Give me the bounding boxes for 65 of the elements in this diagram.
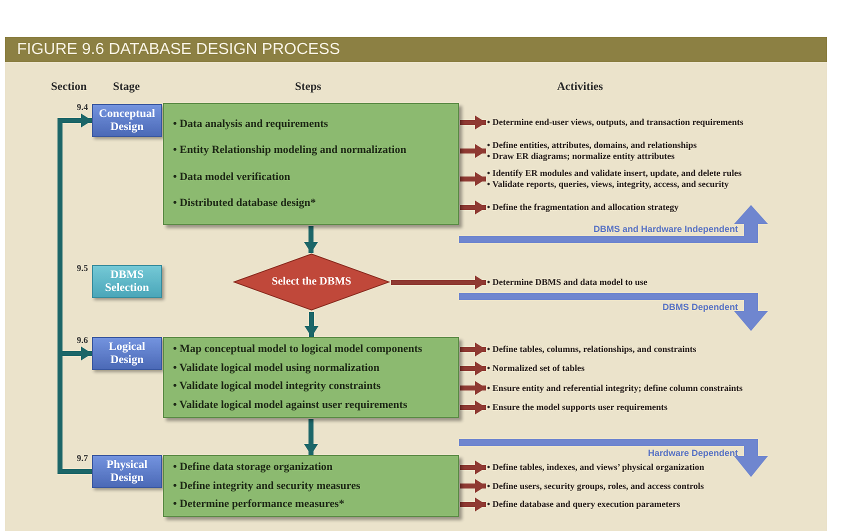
arrow: [460, 498, 486, 512]
arrow: [460, 460, 486, 474]
step-text: • Data model verification: [173, 170, 290, 184]
column-header: Steps: [295, 81, 322, 94]
loop-arrow: [58, 114, 94, 474]
stage-label: Physical Design: [106, 458, 148, 484]
stage-box: [92, 265, 162, 298]
stage-box: [92, 337, 162, 370]
flow-arrow: [304, 226, 318, 253]
scope-label: DBMS Dependent: [662, 302, 738, 313]
section-number: 9.5: [76, 263, 88, 273]
process-box: [163, 103, 459, 225]
column-header: Stage: [113, 81, 140, 94]
step-text: • Map conceptual model to logical model components: [173, 343, 422, 356]
activity-text: • Identify ER modules and validate insert, update, and delete rules: [487, 168, 742, 179]
activity-text: • Define entities, attributes, domains, and relationships: [487, 140, 697, 151]
flow-arrow: [304, 419, 318, 455]
activity-text: • Validate reports, queries, views, integrity, access, and security: [487, 179, 729, 190]
arrow: [460, 479, 486, 493]
stage-box: [92, 455, 162, 488]
process-box: [163, 337, 459, 418]
activity-text: • Define users, security groups, roles, and access controls: [487, 480, 704, 492]
stage-label: Logical Design: [108, 340, 146, 366]
step-text: • Validate logical model against user requirements: [173, 398, 408, 412]
section-number: 9.7: [76, 453, 88, 463]
step-text: • Data analysis and requirements: [173, 118, 328, 131]
activity-text: • Normalized set of tables: [487, 363, 585, 374]
stage-label: Conceptual Design: [98, 108, 156, 134]
title-bar: FIGURE 9.6 DATABASE DESIGN PROCESS: [5, 37, 827, 62]
arrow: [391, 276, 486, 290]
arrow: [460, 362, 486, 376]
section-number: 9.4: [76, 102, 88, 112]
activity-text: • Ensure entity and referential integrity; define column constraints: [487, 382, 743, 394]
activity-text: • Define tables, columns, relationships, and constraints: [487, 344, 696, 355]
step-text: • Determine performance measures*: [173, 498, 344, 511]
column-header: Activities: [557, 81, 603, 94]
decision-label: Select the DBMS: [272, 276, 352, 288]
arrow: [460, 116, 486, 130]
process-box: [163, 455, 459, 517]
activity-text: • Ensure the model supports user requirements: [487, 402, 668, 413]
arrow: [460, 381, 486, 395]
column-header: Section: [51, 81, 87, 94]
arrow: [460, 342, 486, 356]
scope-label: Hardware Dependent: [648, 448, 738, 459]
step-text: • Validate logical model integrity constraints: [173, 380, 381, 394]
activity-text: • Define database and query execution parameters: [487, 499, 680, 510]
flow-arrow: [304, 312, 318, 337]
arrow: [460, 400, 486, 414]
arrow: [460, 144, 486, 158]
arrow: [460, 172, 486, 186]
scope-label: DBMS and Hardware Independent: [593, 224, 738, 235]
step-text: • Define integrity and security measures: [173, 480, 360, 492]
arrow: [460, 200, 486, 214]
activity-text: • Define tables, indexes, and views’ physical organization: [487, 462, 704, 473]
step-text: • Define data storage organization: [173, 461, 333, 474]
stage-box: [92, 104, 162, 137]
activity-text: • Determine end-user views, outputs, and transaction requirements: [487, 117, 744, 128]
activity-text: • Draw ER diagrams; normalize entity attributes: [487, 151, 675, 162]
step-text: • Distributed database design*: [173, 197, 316, 210]
section-number: 9.6: [76, 335, 88, 345]
stage-label: DBMS Selection: [104, 268, 150, 294]
activity-text: • Determine DBMS and data model to use: [487, 277, 648, 288]
step-text: • Entity Relationship modeling and normalization: [173, 144, 406, 158]
step-text: • Validate logical model using normalization: [173, 362, 380, 375]
activity-text: • Define the fragmentation and allocation strategy: [487, 202, 679, 213]
